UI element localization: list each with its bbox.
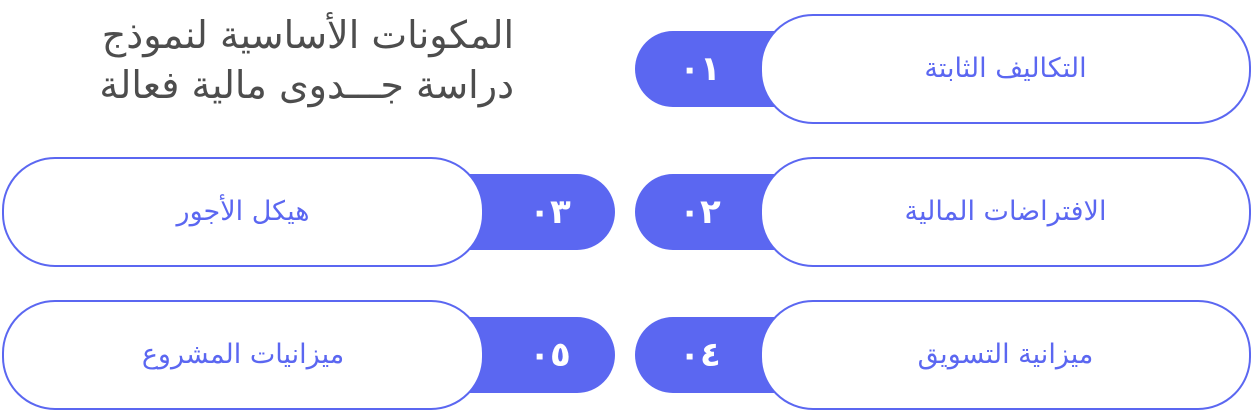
item-label: الافتراضات المالية [904, 196, 1107, 227]
component-item-01: ٠١ التكاليف الثابتة [635, 14, 1251, 124]
item-label: ميزانيات المشروع [141, 339, 345, 370]
item-number: ٠٣ [529, 192, 571, 232]
item-number: ٠٥ [529, 335, 571, 375]
component-item-04: ٠٤ ميزانية التسويق [635, 300, 1251, 410]
title-line-2: دراسة جـــدوى مالية فعالة [99, 63, 514, 107]
item-label: التكاليف الثابتة [924, 53, 1087, 84]
component-item-02: ٠٢ الافتراضات المالية [635, 157, 1251, 267]
item-label: ميزانية التسويق [917, 339, 1094, 370]
item-label: هيكل الأجور [176, 196, 310, 227]
item-number: ٠٢ [679, 192, 721, 232]
item-number: ٠١ [679, 49, 721, 89]
component-item-05: ٠٥ ميزانيات المشروع [0, 300, 616, 410]
component-card: التكاليف الثابتة [760, 14, 1251, 124]
page-title: المكونات الأساسية لنموذج دراسة جـــدوى م… [20, 10, 514, 110]
item-number: ٠٤ [679, 335, 721, 375]
component-card: ميزانيات المشروع [2, 300, 484, 410]
component-card: ميزانية التسويق [760, 300, 1251, 410]
component-card: هيكل الأجور [2, 157, 484, 267]
component-card: الافتراضات المالية [760, 157, 1251, 267]
component-item-03: ٠٣ هيكل الأجور [0, 157, 616, 267]
title-line-1: المكونات الأساسية لنموذج [101, 13, 514, 57]
